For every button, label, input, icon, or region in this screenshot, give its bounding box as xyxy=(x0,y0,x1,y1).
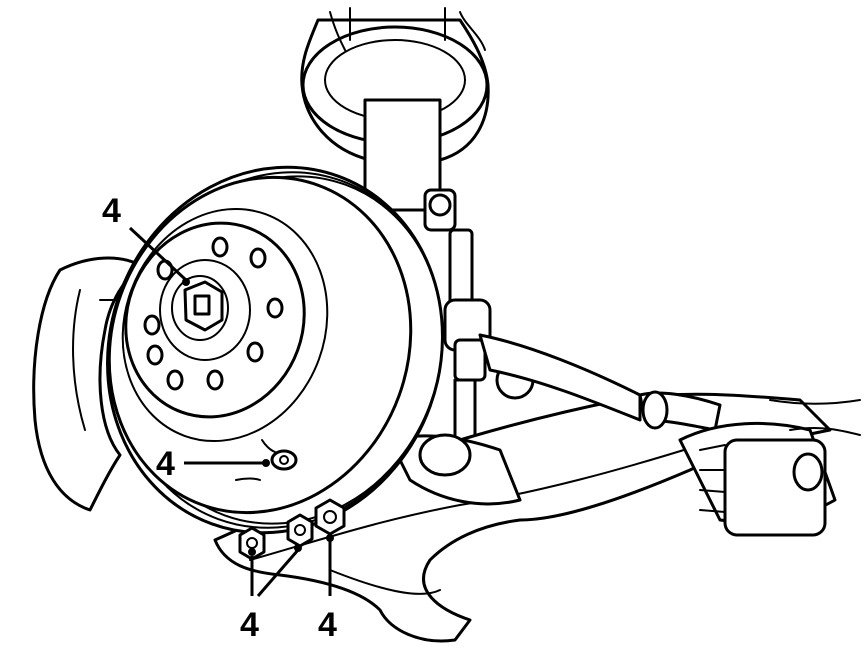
caliper-bolt xyxy=(235,439,298,481)
balljoint-nuts xyxy=(238,498,346,561)
brake-disc xyxy=(106,165,444,535)
lower-control-arm xyxy=(213,390,832,643)
rear-bushing xyxy=(678,399,861,537)
upper-wishbone xyxy=(388,333,642,506)
callout-caliper-bolt: 4 xyxy=(156,445,175,483)
callout-balljoint-nuts-left: 4 xyxy=(240,606,259,644)
strut-assembly xyxy=(300,7,490,212)
callout-balljoint-nut-right: 4 xyxy=(318,606,337,644)
leader-lines xyxy=(128,226,334,597)
callout-hub-nut: 4 xyxy=(102,192,121,230)
